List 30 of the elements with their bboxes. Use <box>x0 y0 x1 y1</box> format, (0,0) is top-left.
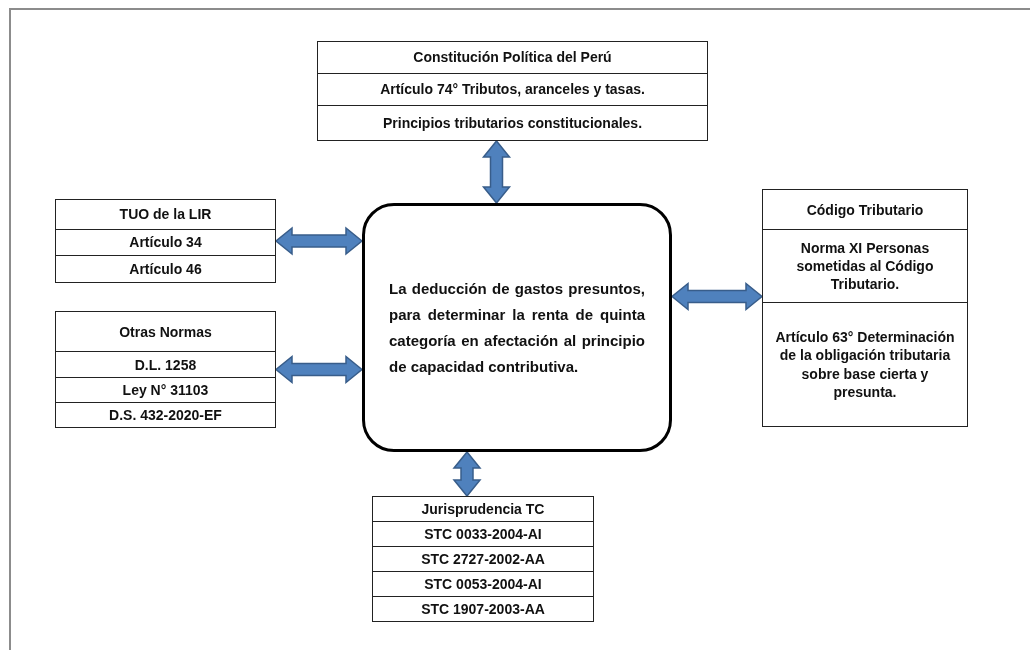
central-topic: La deducción de gastos presuntos, para determinar la renta de quinta categoría en afectación al principio de capacidad contributiva. <box>389 278 645 377</box>
table-heading: Constitución Política del Perú <box>412 48 613 68</box>
double-block-arrow <box>452 450 482 498</box>
table-row: Artículo 74° Tributos, aranceles y tasas. <box>318 72 707 106</box>
double-block-arrow <box>670 281 764 312</box>
table-row: Ley N° 31103 <box>56 377 275 403</box>
table-row: Artículo 34 <box>56 228 275 256</box>
table-heading: Otras Normas <box>118 322 213 342</box>
table-row: Norma XI Personas sometidas al Código Tributario. <box>763 229 967 303</box>
table-row: STC 2727-2002-AA <box>373 546 593 571</box>
rounded-box <box>362 203 672 452</box>
table-heading: Jurisprudencia TC <box>420 499 546 519</box>
table-row: D.L. 1258 <box>56 351 275 378</box>
table-heading: TUO de la LIR <box>118 205 213 225</box>
double-block-arrow <box>481 139 512 205</box>
law-table <box>317 41 708 141</box>
double-block-arrow <box>274 354 364 385</box>
table-heading: Código Tributario <box>805 200 925 220</box>
table-row: STC 0033-2004-AI <box>373 521 593 546</box>
law-table <box>55 199 276 283</box>
law-table <box>55 311 276 428</box>
double-block-arrow <box>274 226 364 256</box>
table-row: Artículo 63° Determinación de la obligación tributaria sobre base cierta y presunta. <box>763 302 967 426</box>
table-row: STC 0053-2004-AI <box>373 571 593 596</box>
table-row: D.S. 432-2020-EF <box>56 402 275 427</box>
law-table <box>762 189 968 427</box>
table-row: Artículo 46 <box>56 255 275 282</box>
law-table <box>372 496 594 622</box>
table-row: Principios tributarios constitucionales. <box>318 105 707 140</box>
table-row: STC 1907-2003-AA <box>373 596 593 621</box>
